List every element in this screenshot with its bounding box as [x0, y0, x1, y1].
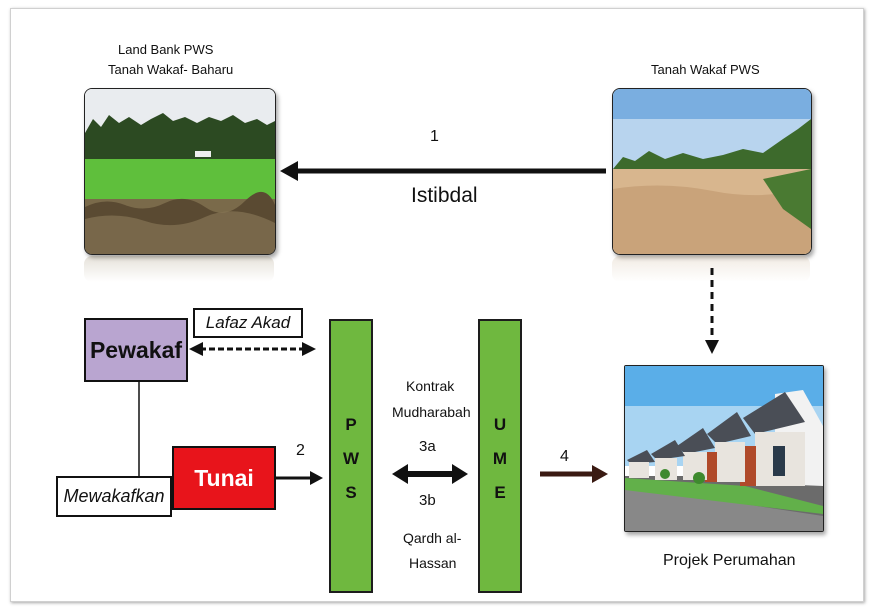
step1-number: 1 — [430, 128, 439, 145]
contract-line3: Qardh al- — [403, 530, 462, 546]
tunai-label: Tunai — [194, 464, 254, 491]
tunai-to-pws-arrow — [276, 471, 323, 485]
pws-ume-double-arrow — [392, 464, 468, 484]
projek-label: Projek Perumahan — [663, 552, 796, 569]
tanah-wakaf-title: Tanah Wakaf PWS — [651, 62, 760, 77]
contract-line2: Mudharabah — [392, 404, 471, 420]
tanah-wakaf-photo — [612, 88, 812, 255]
ume-bar: U M E — [478, 319, 522, 593]
lafaz-akad-label: Lafaz Akad — [205, 313, 291, 332]
pws-letter-p: P — [345, 415, 357, 434]
pws-letter-w: W — [342, 449, 360, 468]
step2-number: 2 — [296, 442, 305, 459]
landbank-subtitle: Tanah Wakaf- Baharu — [108, 62, 234, 77]
ume-to-projek-arrow — [540, 465, 608, 483]
contract-line4: Hassan — [409, 555, 457, 571]
ume-letter-u: U — [493, 415, 507, 434]
tunai-box: Tunai — [172, 446, 276, 510]
lafaz-akad-arrow — [189, 342, 316, 356]
field-image — [85, 89, 275, 254]
landbank-photo — [84, 88, 276, 255]
ume-letter-e: E — [494, 483, 506, 502]
cleared-land-image — [613, 89, 811, 254]
pewakaf-label: Pewakaf — [89, 336, 183, 363]
istibdal-arrow — [280, 161, 606, 181]
mewakafkan-label: Mewakafkan — [63, 486, 165, 506]
pws-bar: P W S — [329, 319, 373, 593]
mewakafkan-box: Mewakafkan — [56, 476, 172, 517]
landbank-reflection — [84, 256, 274, 282]
contract-line1: Kontrak — [406, 378, 455, 394]
projek-photo — [624, 365, 824, 532]
contract-3b: 3b — [419, 492, 436, 509]
lafaz-akad-box: Lafaz Akad — [193, 308, 303, 338]
landbank-title: Land Bank PWS — [118, 42, 214, 57]
housing-image — [625, 366, 823, 531]
pewakaf-box: Pewakaf — [84, 318, 188, 382]
dashed-down-arrow — [705, 268, 719, 354]
ume-letter-m: M — [492, 449, 508, 468]
step1-label: Istibdal — [411, 184, 478, 207]
pws-letter-s: S — [345, 483, 357, 502]
contract-3a: 3a — [419, 438, 436, 455]
step4-number: 4 — [560, 448, 569, 465]
